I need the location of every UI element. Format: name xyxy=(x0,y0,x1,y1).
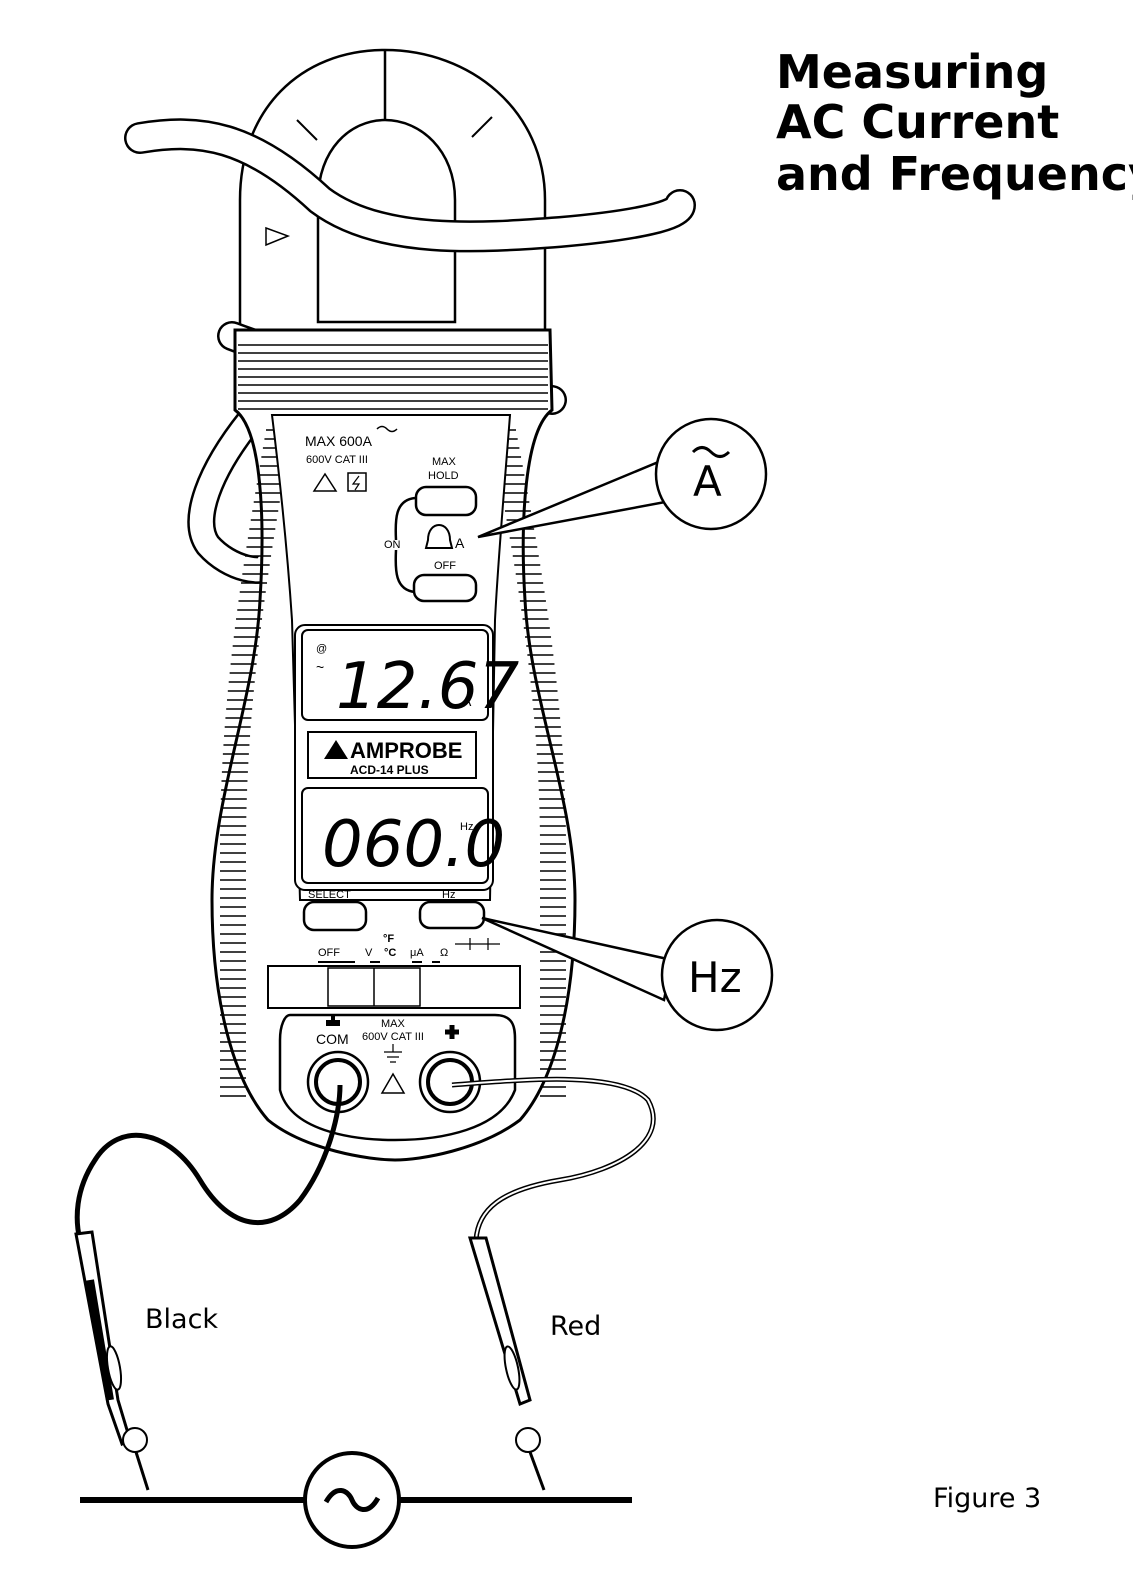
dial-temp-f: °F xyxy=(383,933,394,945)
model-name: ACD-14 PLUS xyxy=(350,763,429,777)
max-hold-button[interactable] xyxy=(414,485,478,517)
amps-callout-label: A xyxy=(693,457,722,506)
red-lead-label: Red xyxy=(550,1311,601,1342)
meter-face: MAX 600A 600V CAT III MAX HOLD ON A OFF xyxy=(305,425,478,603)
hz-button-label: Hz xyxy=(442,889,455,901)
shock-icon xyxy=(347,472,367,492)
dial-v: V xyxy=(365,947,373,959)
display: @ ~ 12.67 A AMPROBE ACD-14 PLUS 060.0 Hz xyxy=(294,624,520,891)
black-lead-label: Black xyxy=(145,1304,218,1335)
title-line-1: Measuring xyxy=(776,45,1048,99)
dial-off: OFF xyxy=(318,947,340,959)
hz-button[interactable] xyxy=(418,900,486,930)
jack-max-label: MAX xyxy=(381,1018,406,1030)
amprobe-logo-icon xyxy=(324,740,348,759)
function-switch[interactable] xyxy=(267,965,521,1009)
display-sub-value: 060.0 xyxy=(322,808,505,882)
com-label: COM xyxy=(316,1031,349,1047)
title-line-2: AC Current xyxy=(776,95,1059,149)
jack-cat-label: 600V CAT III xyxy=(362,1031,424,1043)
clamp-jaws xyxy=(238,48,547,332)
dial-labels: OFF V °F °C μA Ω xyxy=(318,933,500,963)
max-rating: MAX 600A xyxy=(305,433,373,449)
select-label: SELECT xyxy=(308,889,351,901)
jack-panel: COM MAX 600V CAT III xyxy=(278,1013,517,1142)
amp-symbol: A xyxy=(455,535,465,551)
red-probe xyxy=(467,1236,546,1491)
clamp-lock-icon xyxy=(424,524,454,549)
on-label: ON xyxy=(384,539,401,551)
cat-rating: 600V CAT III xyxy=(306,454,368,466)
warning-icon xyxy=(312,472,338,492)
positive-jack-icon xyxy=(445,1025,459,1039)
display-main-unit: A xyxy=(462,693,472,709)
off-label: OFF xyxy=(434,560,456,572)
ground-icon xyxy=(384,1044,402,1063)
max-hold-label-1: MAX xyxy=(432,456,457,468)
dial-ohm: Ω xyxy=(440,947,448,959)
title-line-3: and Frequency xyxy=(776,147,1133,201)
dial-temp-c: °C xyxy=(384,947,396,959)
display-sub-unit: Hz xyxy=(460,821,473,833)
off-button[interactable] xyxy=(412,573,478,603)
display-main-value: 12.67 xyxy=(336,650,520,724)
svg-text:@: @ xyxy=(316,643,327,655)
black-probe xyxy=(74,1230,150,1491)
select-button[interactable] xyxy=(302,900,368,932)
jack-warning-icon xyxy=(380,1072,406,1094)
figure-label: Figure 3 xyxy=(933,1483,1041,1514)
function-buttons: SELECT Hz xyxy=(302,889,486,932)
amps-callout: A xyxy=(477,417,768,539)
dial-ua: μA xyxy=(410,947,424,959)
hz-callout: Hz xyxy=(481,916,774,1032)
com-minus-icon xyxy=(326,1020,340,1026)
brand-name: AMPROBE xyxy=(350,738,462,763)
svg-text:~: ~ xyxy=(316,659,324,675)
diode-capacitor-icon xyxy=(455,938,500,950)
test-leads xyxy=(74,1076,656,1241)
max-hold-label-2: HOLD xyxy=(428,470,459,482)
hz-callout-label: Hz xyxy=(688,953,742,1002)
